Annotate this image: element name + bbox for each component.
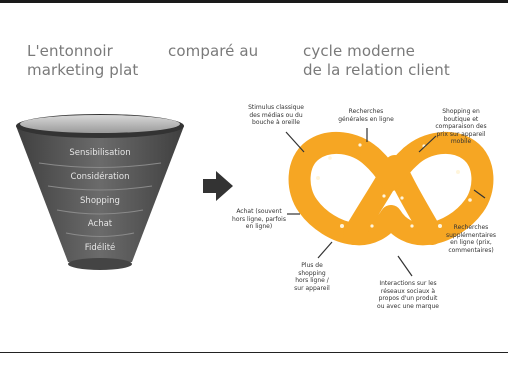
annotation-line: shopping — [298, 269, 326, 277]
connector-lines — [285, 128, 486, 277]
annotation-shopping: Shopping en boutique et comparaison des … — [425, 108, 497, 146]
annotation-line: hors ligne / — [295, 277, 329, 284]
connector-stimulus — [285, 131, 305, 153]
funnel-body — [16, 126, 184, 262]
connector-plus-shopping — [317, 241, 333, 259]
annotation-line: boutique et — [443, 115, 479, 123]
annotation-line: Recherches — [348, 108, 384, 115]
annotation-stimulus: Stimulus classique des médias ou du bouc… — [238, 104, 314, 127]
title-right-line2: de la relation client — [303, 61, 450, 79]
pretzel-icon — [288, 131, 494, 246]
title-right: cycle moderne de la relation client — [303, 42, 450, 80]
connector-shopping — [418, 135, 437, 153]
annotation-line: sur appareil — [294, 284, 330, 292]
funnel-stage-4: Achat — [88, 219, 113, 229]
salt-grain — [456, 170, 460, 174]
title-right-line1: cycle moderne — [303, 42, 416, 60]
salt-grain — [370, 224, 374, 228]
annotation-line: comparaison des — [435, 123, 487, 130]
funnel-rim-inner — [20, 115, 180, 133]
salt-grain — [468, 198, 472, 202]
salt-grain — [358, 143, 362, 147]
funnel-divider-4 — [65, 232, 135, 237]
right-arrow-icon — [203, 171, 233, 201]
salt-grain — [340, 224, 344, 228]
bottom-border — [0, 352, 508, 367]
annotation-line: des médias ou du — [249, 111, 303, 119]
annotation-line: réseaux sociaux à — [380, 287, 436, 295]
pretzel-salt — [316, 143, 472, 228]
title-left-line1: L'entonnoir — [27, 42, 113, 60]
annotation-recherches-generales: Recherches générales en ligne — [330, 108, 402, 123]
funnel-stage-2: Considération — [71, 171, 130, 182]
annotation-achat: Achat (souvent hors ligne, parfois en li… — [226, 208, 292, 231]
annotation-line: bouche à oreille — [252, 119, 300, 126]
annotation-line: hors ligne, parfois — [232, 215, 286, 223]
salt-grain — [410, 224, 414, 228]
connector-recherches-supp — [473, 189, 486, 199]
annotation-line: Interactions sur les — [379, 280, 437, 287]
salt-grain — [438, 224, 442, 228]
funnel-dividers — [38, 162, 162, 237]
annotation-line: Shopping en — [442, 108, 480, 115]
annotation-line: Achat (souvent — [236, 208, 282, 215]
funnel-stage-1: Sensibilisation — [69, 148, 130, 158]
funnel: Sensibilisation Considération Shopping A… — [16, 114, 184, 270]
annotation-line: Stimulus classique — [248, 104, 304, 111]
funnel-divider-1 — [38, 162, 162, 168]
title-middle: comparé au — [168, 42, 259, 60]
top-border — [0, 0, 508, 3]
funnel-divider-2 — [47, 185, 153, 191]
salt-grain — [400, 196, 404, 200]
annotation-line: Plus de — [301, 262, 323, 269]
annotation-plus-shopping: Plus de shopping hors ligne / sur appare… — [282, 262, 342, 292]
funnel-stage-3: Shopping — [80, 196, 120, 206]
pretzel-knot — [360, 145, 422, 191]
annotation-line: supplémentaires — [445, 231, 497, 239]
connector-interactions — [397, 255, 413, 277]
annotation-line: Recherches — [453, 224, 489, 231]
salt-grain — [328, 156, 332, 160]
annotation-line: mobile — [450, 138, 472, 145]
funnel-stage-5: Fidélité — [85, 242, 116, 253]
annotation-line: prix sur appareil — [436, 130, 486, 138]
salt-grain — [316, 176, 320, 180]
annotation-line: propos d'un produit — [378, 295, 438, 302]
annotation-line: commentaires) — [448, 246, 494, 254]
annotation-line: en ligne (prix, — [450, 239, 492, 246]
annotation-line: générales en ligne — [338, 115, 394, 123]
annotation-line: ou avec une marque — [377, 302, 439, 310]
funnel-base — [68, 258, 132, 270]
annotation-recherches-supp: Recherches supplémentaires en ligne (pri… — [436, 224, 506, 254]
funnel-divider-3 — [56, 209, 144, 215]
pretzel-loop — [288, 131, 494, 246]
salt-grain — [382, 194, 386, 198]
title-left-line2: marketing plat — [27, 61, 139, 79]
annotation-interactions: Interactions sur les réseaux sociaux à p… — [366, 280, 450, 310]
title-left: L'entonnoir marketing plat — [27, 42, 138, 80]
annotation-line: en ligne) — [245, 223, 273, 230]
